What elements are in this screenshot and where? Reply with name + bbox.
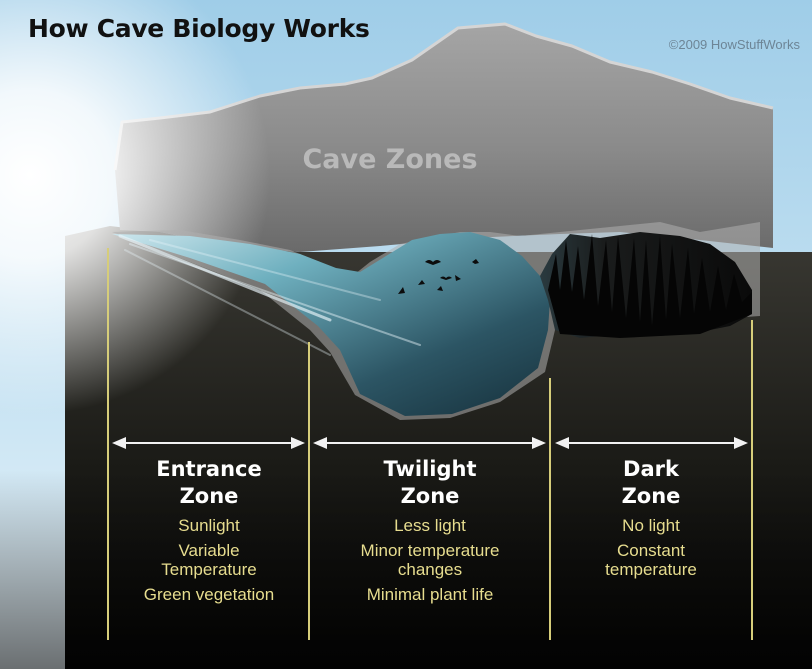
zone-entrance: Entrance Zone Sunlight Variable Temperat… xyxy=(110,456,308,610)
trait-line: Minimal plant life xyxy=(311,585,549,604)
zone-name-line1: Dark xyxy=(552,456,750,483)
zone-trait: Variable Temperature xyxy=(110,541,308,579)
zone-trait: Green vegetation xyxy=(110,585,308,604)
zone-twilight: Twilight Zone Less light Minor temperatu… xyxy=(311,456,549,610)
trait-line: changes xyxy=(311,560,549,579)
trait-line: Minor temperature xyxy=(311,541,549,560)
zone-dark: Dark Zone No light Constant temperature xyxy=(552,456,750,585)
zone-name-line1: Twilight xyxy=(311,456,549,483)
cave-zones-label: Cave Zones xyxy=(230,144,550,175)
zone-trait: No light xyxy=(552,516,750,535)
zone-trait-list: Sunlight Variable Temperature Green vege… xyxy=(110,516,308,604)
trait-line: Temperature xyxy=(110,560,308,579)
copyright-credit: ©2009 HowStuffWorks xyxy=(669,37,800,52)
zone-trait: Sunlight xyxy=(110,516,308,535)
trait-line: Less light xyxy=(311,516,549,535)
zone-name-line2: Zone xyxy=(110,483,308,510)
zone-trait-list: Less light Minor temperature changes Min… xyxy=(311,516,549,604)
zone-name-line2: Zone xyxy=(311,483,549,510)
zone-name-line1: Entrance xyxy=(110,456,308,483)
diagram-title: How Cave Biology Works xyxy=(28,14,370,43)
zone-trait: Minimal plant life xyxy=(311,585,549,604)
zone-trait: Constant temperature xyxy=(552,541,750,579)
zone-trait: Minor temperature changes xyxy=(311,541,549,579)
trait-line: Variable xyxy=(110,541,308,560)
trait-line: temperature xyxy=(552,560,750,579)
zone-name-line2: Zone xyxy=(552,483,750,510)
zone-trait-list: No light Constant temperature xyxy=(552,516,750,579)
trait-line: Green vegetation xyxy=(110,585,308,604)
zone-trait: Less light xyxy=(311,516,549,535)
trait-line: No light xyxy=(552,516,750,535)
trait-line: Constant xyxy=(552,541,750,560)
trait-line: Sunlight xyxy=(110,516,308,535)
